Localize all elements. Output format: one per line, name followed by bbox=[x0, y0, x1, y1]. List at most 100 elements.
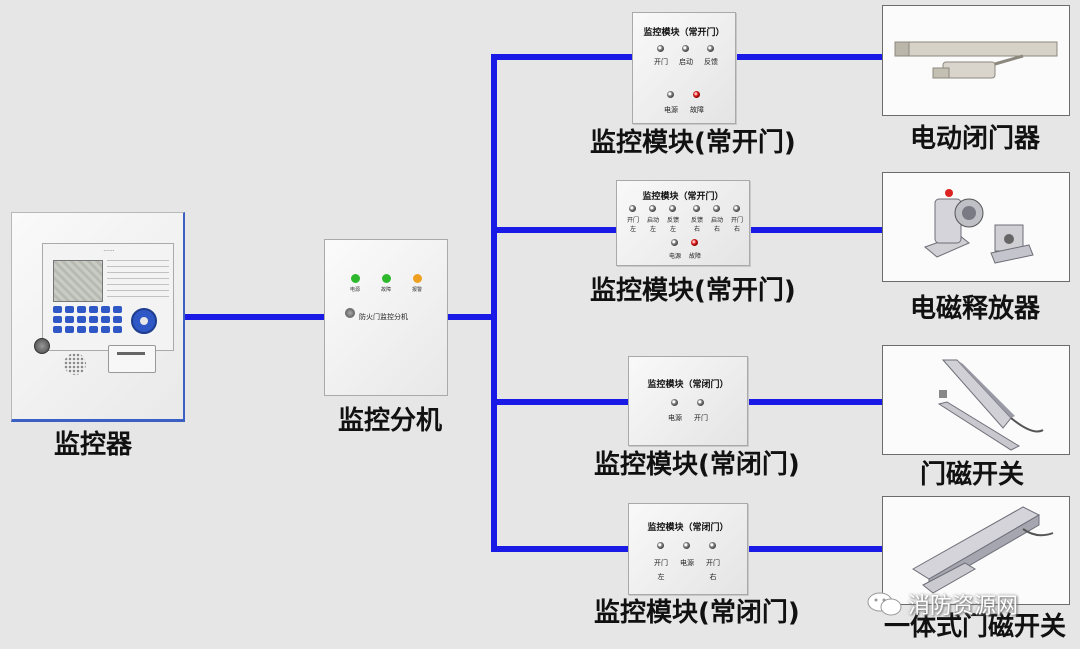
module-panel-title: 监控模块（常开门） bbox=[642, 192, 724, 202]
module-side-label: 左 bbox=[657, 573, 665, 581]
module-indicator-label: 启动 bbox=[679, 58, 693, 66]
module-side-label: 右 bbox=[733, 226, 740, 233]
keypad-key bbox=[101, 306, 110, 313]
door-closer-icon bbox=[894, 41, 1058, 79]
device-caption: 电动闭门器 bbox=[910, 124, 1041, 154]
keypad-key bbox=[77, 316, 86, 323]
module-caption: 监控模块(常闭门) bbox=[594, 598, 800, 628]
keypad-key bbox=[65, 316, 74, 323]
monitor-sub-controller: 电源 故障 报警 防火门监控分机 bbox=[324, 239, 448, 396]
wechat-icon bbox=[867, 592, 902, 616]
module-indicator-hole bbox=[682, 45, 689, 52]
sub-led-fault bbox=[382, 274, 391, 283]
module-indicator-hole bbox=[669, 205, 676, 212]
keypad-key bbox=[113, 326, 122, 333]
device-caption: 门磁开关 bbox=[920, 460, 1025, 490]
module-fault-indicator bbox=[691, 239, 698, 246]
module-indicator-label: 反馈 bbox=[666, 217, 679, 224]
module-indicator-label: 电源 bbox=[668, 253, 681, 260]
device-photo-door-closer bbox=[882, 5, 1070, 116]
module-indicator-label: 开门 bbox=[694, 414, 708, 422]
keypad-key bbox=[89, 316, 98, 323]
controller-panel-title: ······ bbox=[103, 248, 115, 255]
keypad-key bbox=[89, 326, 98, 333]
keypad-key bbox=[65, 326, 74, 333]
device-caption: 电磁释放器 bbox=[910, 294, 1041, 324]
module-fault-indicator bbox=[693, 91, 700, 98]
module-side-label: 右 bbox=[713, 226, 720, 233]
watermark: 消防资源网 bbox=[866, 588, 1018, 620]
door-magnetic-switch-icon bbox=[937, 359, 1044, 451]
module-indicator-hole bbox=[697, 399, 704, 406]
sub-led-alarm bbox=[413, 274, 422, 283]
device-photo-electromagnetic-release bbox=[882, 172, 1070, 282]
module-indicator-label: 开门 bbox=[626, 217, 639, 224]
watermark-text: 消防资源网 bbox=[908, 594, 1019, 619]
integrated-door-magnetic-switch-icon bbox=[912, 506, 1054, 594]
monitor-module-normally-open-2: 监控模块（常开门） 开门 启动 反馈 反馈 启动 开门 左 左 左 右 右 右 … bbox=[616, 180, 750, 266]
monitor-module-normally-closed-1: 监控模块（常闭门） 电源 开门 bbox=[628, 356, 748, 446]
module-indicator-hole bbox=[649, 205, 656, 212]
controller-speaker-icon bbox=[64, 353, 86, 375]
module-indicator-label: 反馈 bbox=[704, 58, 718, 66]
controller-front-panel: ······ bbox=[42, 243, 174, 351]
keypad-key bbox=[77, 306, 86, 313]
module-indicator-hole bbox=[671, 239, 678, 246]
module-panel-title: 监控模块（常开门） bbox=[643, 28, 725, 38]
module-caption: 监控模块(常开门) bbox=[590, 276, 796, 306]
electromagnetic-release-icon bbox=[924, 189, 1034, 264]
module-indicator-label: 反馈 bbox=[690, 217, 703, 224]
module-indicator-hole bbox=[707, 45, 714, 52]
module-indicator-hole bbox=[683, 542, 690, 549]
module-indicator-hole bbox=[657, 542, 664, 549]
controller-lock-icon bbox=[34, 338, 50, 354]
sub-led-label: 报警 bbox=[411, 287, 422, 293]
module-panel-title: 监控模块（常闭门） bbox=[647, 523, 729, 533]
module-caption: 监控模块(常闭门) bbox=[594, 450, 800, 480]
module-indicator-label: 启动 bbox=[646, 217, 659, 224]
keypad-key bbox=[65, 306, 74, 313]
keypad-key bbox=[53, 316, 62, 323]
keypad-key bbox=[53, 326, 62, 333]
controller-caption: 监控器 bbox=[54, 430, 133, 460]
keypad-key bbox=[113, 316, 122, 323]
monitor-module-normally-closed-2: 监控模块（常闭门） 开门 电源 开门 左 右 bbox=[628, 503, 748, 595]
module-indicator-hole bbox=[709, 542, 716, 549]
sub-screw-icon bbox=[345, 308, 355, 318]
module-indicator-hole bbox=[713, 205, 720, 212]
module-indicator-hole bbox=[629, 205, 636, 212]
module-side-label: 左 bbox=[649, 226, 656, 233]
keypad-key bbox=[113, 306, 122, 313]
device-photo-integrated-door-magnetic-switch bbox=[882, 496, 1070, 605]
module-indicator-label: 开门 bbox=[730, 217, 743, 224]
module-panel-title: 监控模块（常闭门） bbox=[647, 380, 729, 390]
controller-keypad bbox=[53, 306, 123, 342]
module-side-label: 左 bbox=[669, 226, 676, 233]
monitor-module-normally-open-1: 监控模块（常开门） 开门 启动 反馈 电源 故障 bbox=[632, 12, 736, 124]
device-caption: 一体式门磁开关 bbox=[884, 612, 1067, 642]
device-photo-door-magnetic-switch bbox=[882, 345, 1070, 455]
module-indicator-label: 故障 bbox=[688, 253, 701, 260]
module-indicator-label: 启动 bbox=[710, 217, 723, 224]
module-side-label: 右 bbox=[693, 226, 700, 233]
module-indicator-hole bbox=[671, 399, 678, 406]
sub-led-label: 故障 bbox=[380, 287, 391, 293]
module-indicator-label: 开门 bbox=[654, 559, 668, 567]
module-indicator-hole bbox=[693, 205, 700, 212]
controller-status-list bbox=[107, 260, 169, 300]
wire-lines bbox=[183, 54, 885, 552]
module-indicator-label: 开门 bbox=[706, 559, 720, 567]
module-caption: 监控模块(常开门) bbox=[590, 128, 796, 158]
module-indicator-hole bbox=[667, 91, 674, 98]
sub-controller-caption: 监控分机 bbox=[338, 406, 443, 436]
controller-printer-icon bbox=[108, 345, 156, 373]
keypad-key bbox=[89, 306, 98, 313]
sub-panel-label: 防火门监控分机 bbox=[359, 313, 408, 321]
module-indicator-label: 电源 bbox=[668, 414, 682, 422]
keypad-key bbox=[53, 306, 62, 313]
module-indicator-label: 开门 bbox=[654, 58, 668, 66]
module-indicator-label: 故障 bbox=[690, 106, 704, 114]
controller-lcd-screen bbox=[53, 260, 103, 302]
module-side-label: 左 bbox=[629, 226, 636, 233]
